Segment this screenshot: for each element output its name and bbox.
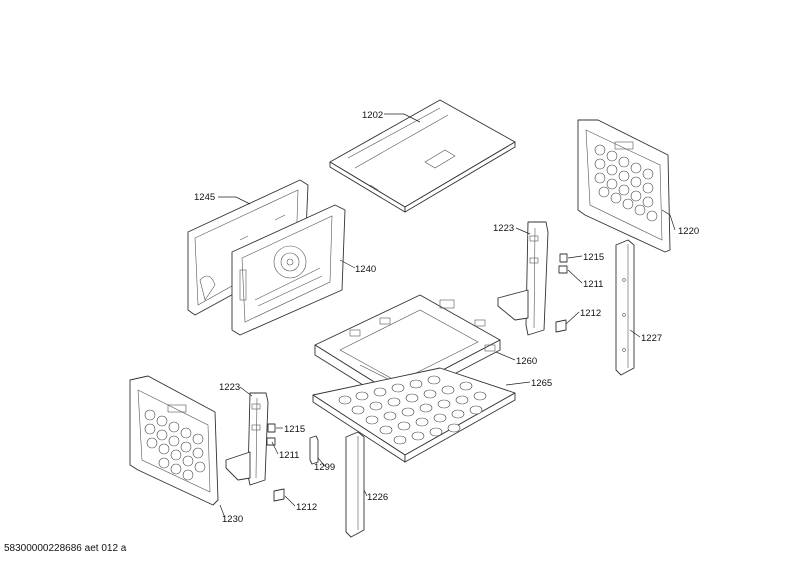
part-1223-shelf-rail-right [497, 221, 549, 336]
part-1240-rear-wall [231, 204, 346, 336]
label-1260: 1260 [516, 356, 537, 367]
label-1223-right: 1223 [493, 223, 514, 234]
part-1227-trim-strip [615, 239, 635, 376]
label-1212-left: 1212 [296, 502, 317, 513]
part-1212-bracket-left [273, 488, 285, 502]
label-1227: 1227 [641, 333, 662, 344]
label-1226: 1226 [367, 492, 388, 503]
part-1265-cavity-floor [312, 367, 516, 463]
label-1212-right: 1212 [580, 308, 601, 319]
drawing-number-caption: 58300000228686 aet 012 a [4, 543, 127, 554]
side-wall-dimples [144, 409, 206, 481]
part-1215-clip-right [559, 253, 568, 263]
part-1223-shelf-rail-left [225, 392, 269, 486]
part-1202-top-cover [329, 99, 516, 213]
part-1215-clip-left [267, 423, 276, 433]
label-1202: 1202 [362, 110, 383, 121]
label-1230: 1230 [222, 514, 243, 525]
label-1215-left: 1215 [284, 424, 305, 435]
label-1265: 1265 [531, 378, 552, 389]
label-1223-left: 1223 [219, 382, 240, 393]
label-1245: 1245 [194, 192, 215, 203]
part-1211-clip-right [558, 265, 568, 274]
part-labels: 1202 1245 1240 1220 1223 1215 1211 1212 … [194, 110, 699, 525]
part-1230-left-side-wall [129, 375, 219, 506]
label-1299: 1299 [314, 462, 335, 473]
label-1240: 1240 [355, 264, 376, 275]
side-wall-dimples [594, 144, 658, 222]
part-1299-pin [309, 435, 319, 465]
leader-lines [218, 113, 676, 519]
part-1212-bracket-right [555, 319, 567, 333]
label-1211-left: 1211 [279, 450, 299, 461]
part-1226-trim-strip [345, 431, 365, 538]
label-1211-right: 1211 [583, 279, 603, 290]
label-1220: 1220 [678, 226, 699, 237]
part-1211-clip-left [266, 437, 276, 446]
floor-dimples [338, 375, 487, 445]
label-1215-right: 1215 [583, 252, 604, 263]
part-1220-right-side-wall [577, 119, 671, 253]
